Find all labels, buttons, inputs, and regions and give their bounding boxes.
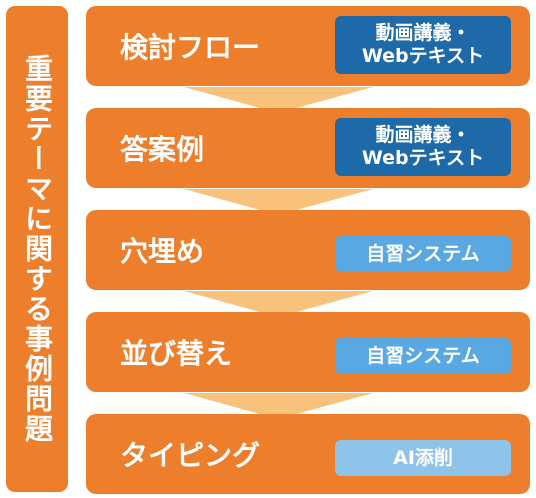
vertical-title-panel: 重要テーマに関する事例問題: [6, 6, 68, 492]
flow-arrow-1: [184, 87, 373, 113]
step-badge: AI添削: [335, 440, 511, 476]
flow-arrow-2: [184, 189, 373, 215]
step-label: 穴埋め: [120, 235, 205, 268]
step-badge: 自習システム: [335, 236, 511, 272]
step-label: 検討フロー: [120, 31, 261, 64]
badge-line: 自習システム: [366, 242, 480, 265]
step-badge: 動画講義・ Webテキスト: [335, 118, 511, 176]
vertical-title: 重要テーマに関する事例問題: [21, 54, 54, 444]
badge-line: 動画講義・: [375, 124, 471, 147]
flow-step-5: タイピング AI添削: [86, 414, 530, 494]
flow-step-2: 答案例 動画講義・ Webテキスト: [86, 108, 530, 188]
flow-arrow-3: [184, 291, 373, 317]
badge-line: Webテキスト: [361, 45, 485, 67]
step-label: 答案例: [120, 133, 205, 166]
step-badge: 動画講義・ Webテキスト: [335, 16, 511, 74]
step-badge: 自習システム: [335, 338, 511, 374]
badge-line: Webテキスト: [361, 147, 485, 169]
badge-line: 自習システム: [366, 344, 480, 367]
flow-step-4: 並び替え 自習システム: [86, 312, 530, 392]
badge-line: 動画講義・: [375, 22, 471, 45]
step-label: タイピング: [120, 439, 261, 472]
flow-arrow-4: [184, 393, 373, 419]
flow-step-1: 検討フロー 動画講義・ Webテキスト: [86, 6, 530, 86]
flow-step-3: 穴埋め 自習システム: [86, 210, 530, 290]
badge-line: AI添削: [393, 446, 453, 469]
step-label: 並び替え: [120, 337, 233, 370]
